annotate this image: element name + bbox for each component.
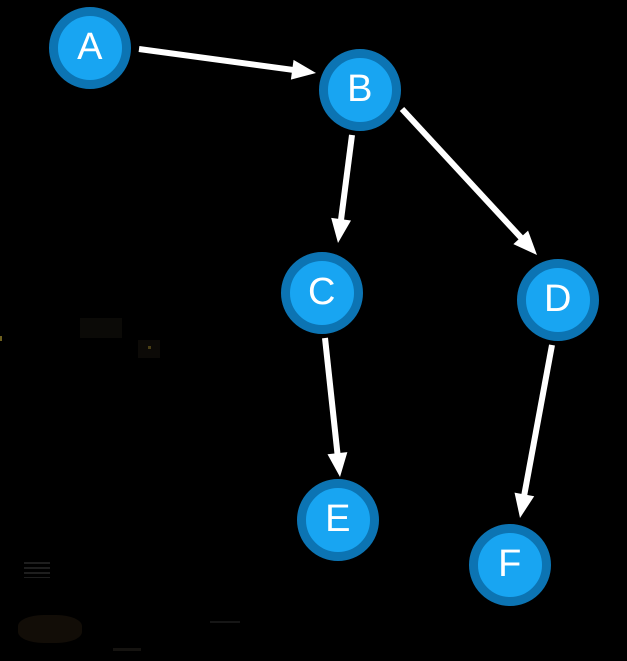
node-label: B bbox=[347, 68, 373, 110]
edge-A-B bbox=[138, 46, 316, 80]
edge-B-C bbox=[331, 134, 355, 243]
graph-node-A[interactable]: A bbox=[49, 7, 131, 89]
graph-node-B[interactable]: B bbox=[319, 49, 401, 131]
edge-C-E bbox=[322, 337, 348, 477]
graph-node-F[interactable]: F bbox=[469, 524, 551, 606]
node-label: A bbox=[77, 26, 103, 68]
graph-node-C[interactable]: C bbox=[281, 252, 363, 334]
node-label: F bbox=[498, 543, 522, 585]
node-label: C bbox=[308, 271, 336, 313]
edge-D-F bbox=[514, 344, 555, 518]
edge-B-D bbox=[399, 106, 537, 255]
node-label: D bbox=[544, 278, 572, 320]
node-label: E bbox=[325, 498, 351, 540]
graph-node-D[interactable]: D bbox=[517, 259, 599, 341]
graph-node-E[interactable]: E bbox=[297, 479, 379, 561]
